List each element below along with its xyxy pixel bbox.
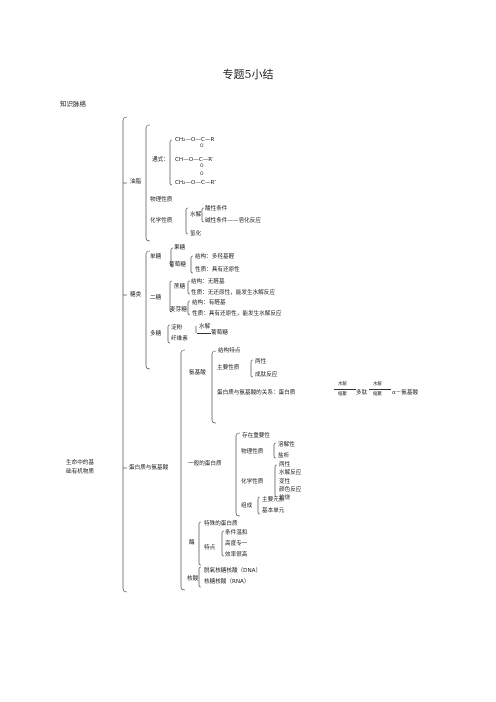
sugar-label: 糖类 — [130, 292, 142, 298]
glucose-structure: 结构：多羟基醛 — [195, 254, 235, 260]
glucose-property: 性质：具有还原性 — [195, 267, 240, 273]
composition: 组成 — [241, 503, 253, 509]
root-label-line2: 础有机物质 — [66, 469, 94, 475]
polypeptide: 多肽 — [356, 390, 368, 396]
dna: 脱氧核糖核酸（DNA） — [204, 568, 262, 574]
fat-label: 油脂 — [130, 179, 142, 185]
enzyme-features: 特点 — [204, 545, 216, 551]
fat-basic: 碱性条件——皂化反应 — [205, 218, 261, 224]
alpha-amino-acid: α－氨基酸 — [392, 390, 419, 396]
arrow2-condensation: 缩聚 — [373, 392, 382, 397]
poly-sugar: 多糖 — [150, 331, 162, 337]
relation-arrow-2 — [369, 389, 391, 390]
arrow1-hydrolysis: 水解 — [338, 382, 347, 387]
fat-physical: 物理性质 — [150, 197, 173, 203]
main-elements: 主要元素 — [262, 497, 285, 503]
sugar-hydrolysis: 水解 — [199, 324, 211, 330]
fat-acidic: 酸性条件 — [205, 206, 228, 212]
chem-item-1: 两性 — [279, 462, 291, 468]
special-protein: 特殊的蛋白质 — [204, 521, 238, 527]
fat-chemical: 化学性质 — [150, 218, 173, 224]
existence-importance: 存在重要性 — [242, 433, 270, 439]
amino-main-property: 主要性质 — [217, 365, 240, 371]
formula-row-3: CH₂—O—C—R″ — [175, 180, 217, 186]
mono-sugar: 单糖 — [150, 254, 162, 260]
general-protein: 一般的蛋白质 — [188, 461, 222, 467]
page-title: 专题5小结 — [222, 68, 274, 81]
sucrose-structure: 结构：无醛基 — [191, 279, 225, 285]
enzyme: 酶 — [189, 540, 195, 546]
formula-row-2: CH—O—C—R′ — [175, 157, 214, 163]
maltose-structure: 结构：有醛基 — [192, 300, 226, 306]
protein-label: 蛋白质与氨基酸 — [129, 465, 169, 471]
feature-efficient: 效率很高 — [225, 552, 248, 558]
fat-formula-label: 通式： — [152, 157, 169, 163]
arrow2-hydrolysis: 水解 — [373, 382, 382, 387]
sucrose: 蔗糖 — [174, 284, 186, 290]
amino-structure: 结构特点 — [218, 348, 241, 354]
chem-item-3: 变性 — [279, 479, 291, 485]
amino-acid: 氨基酸 — [189, 370, 206, 376]
sucrose-property: 性质：无还原性，能发生水解反应 — [191, 290, 275, 296]
chem-item-5: 灼烧 — [279, 495, 291, 501]
amphoteric: 两性 — [255, 359, 267, 365]
rna: 核糖核酸（RNA） — [204, 579, 250, 585]
feature-specific: 高度专一 — [225, 541, 248, 547]
maltose-property: 性质：具有还原性，能发生水解反应 — [192, 311, 282, 317]
fat-hydrogenation: 氢化 — [190, 231, 202, 237]
formula-row-1: CH₂—O—C—R — [175, 137, 215, 143]
protein-physical: 物理性质 — [241, 449, 264, 455]
nucleic-acid: 核酸 — [187, 576, 199, 582]
section-subtitle: 知识脉络 — [60, 100, 86, 108]
cellulose: 纤维素 — [171, 336, 188, 342]
glucose: 葡萄糖 — [169, 262, 186, 268]
di-sugar: 二糖 — [150, 295, 162, 301]
protein-relation: 蛋白质与氨基酸的关系：蛋白质 — [217, 390, 296, 396]
peptide-reaction: 成肽反应 — [255, 372, 278, 378]
protein-chemical: 化学性质 — [241, 479, 264, 485]
salting-out: 盐析 — [278, 453, 290, 459]
chem-item-2: 水解反应 — [279, 470, 302, 476]
hydrolysis-product: 葡萄糖 — [211, 330, 228, 336]
root-label-line1: 生命中的基 — [66, 460, 94, 466]
maltose: 麦芽糖 — [170, 307, 187, 313]
basic-unit: 基本单元 — [262, 508, 285, 514]
formula-carbonyl-o-2: O — [200, 164, 204, 169]
hydrolysis-arrow — [197, 333, 211, 334]
solubility: 溶解性 — [278, 442, 295, 448]
fat-hydrolysis: 水解 — [190, 212, 202, 218]
starch: 淀粉 — [171, 325, 183, 331]
feature-mild: 条件温和 — [225, 530, 248, 536]
fructose: 果糖 — [174, 245, 186, 251]
arrow1-condensation: 缩聚 — [338, 392, 347, 397]
relation-arrow-1 — [334, 389, 356, 390]
formula-carbonyl-o-3: O — [200, 172, 204, 177]
chem-item-4: 颜色反应 — [279, 487, 302, 493]
formula-carbonyl-o-1: O — [200, 144, 204, 149]
